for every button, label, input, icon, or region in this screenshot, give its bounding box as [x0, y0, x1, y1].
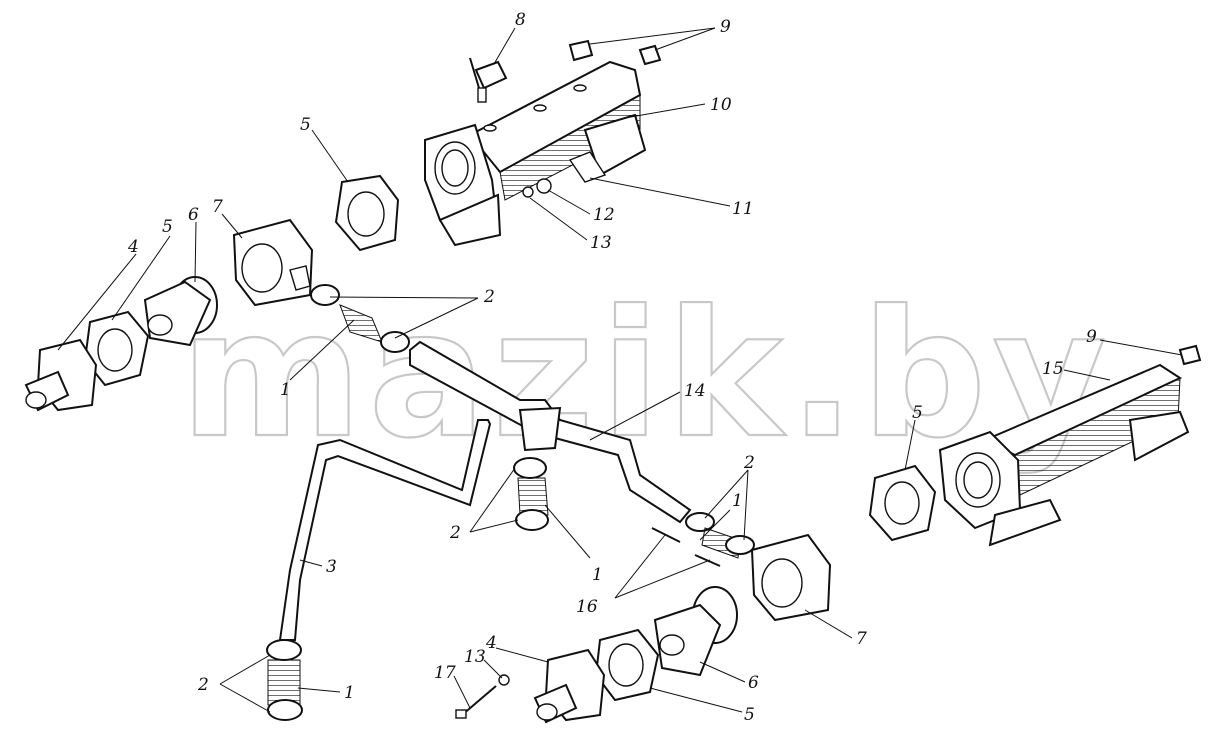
callout-4-left: 4: [127, 237, 139, 257]
callout-6-right: 6: [748, 673, 759, 693]
callout-3: 3: [326, 557, 337, 577]
thermostat-housing-right: [750, 533, 832, 622]
callout-17: 17: [434, 663, 456, 683]
washer-ring: [522, 178, 552, 198]
callout-14: 14: [684, 381, 706, 401]
callout-13-mid: 13: [590, 233, 612, 253]
callout-5-right: 5: [912, 403, 923, 423]
callout-2-bottom: 2: [197, 675, 209, 695]
hose-right: [685, 512, 755, 559]
callout-13-bottom: 13: [464, 647, 486, 667]
callout-5-left: 5: [162, 217, 173, 237]
hose-bottom: [266, 639, 303, 721]
callout-8-top: 8: [515, 10, 526, 30]
callout-2-top: 2: [483, 287, 495, 307]
lower-manifold: [938, 344, 1202, 547]
callout-5-bottom: 5: [744, 705, 755, 725]
callout-16: 16: [576, 597, 598, 617]
hose-clamps-upper: [310, 284, 410, 353]
callout-12: 12: [593, 205, 615, 225]
bolt-and-nut: [455, 674, 510, 719]
callout-7-right: 7: [856, 629, 867, 649]
leader-lines: [57, 27, 1183, 713]
callout-1-bottom: 1: [344, 683, 355, 703]
callout-15: 15: [1042, 359, 1064, 379]
outlet-cover-bottom: [533, 648, 606, 724]
callout-6-left: 6: [188, 205, 199, 225]
callout-2-mid: 2: [449, 523, 461, 543]
callout-5-top: 5: [300, 115, 311, 135]
tee-pipe: [409, 340, 692, 524]
callout-1-mid: 1: [592, 565, 603, 585]
callout-9-top: 9: [720, 17, 731, 37]
thermostat-left: [143, 276, 218, 347]
callout-1-top: 1: [280, 380, 291, 400]
callout-1-right: 1: [732, 491, 743, 511]
callout-10: 10: [710, 95, 732, 115]
callout-9-right: 9: [1086, 327, 1097, 347]
callout-2-right: 2: [743, 453, 755, 473]
callout-labels: 8 9 10 11 12 13 5 7 6 5 4 2 1 14 9 15 5 …: [127, 10, 1097, 725]
plugs-top: [568, 39, 662, 66]
upper-manifold: [424, 60, 647, 247]
callout-11: 11: [732, 199, 754, 219]
hose-middle: [513, 457, 549, 531]
thermostat-right: [653, 586, 738, 677]
callout-4-bottom: 4: [485, 633, 497, 653]
callout-7-left: 7: [212, 197, 223, 217]
outlet-cover-left: [24, 338, 98, 412]
thermostat-housing-left: [232, 218, 314, 307]
drain-cock: [469, 57, 508, 103]
